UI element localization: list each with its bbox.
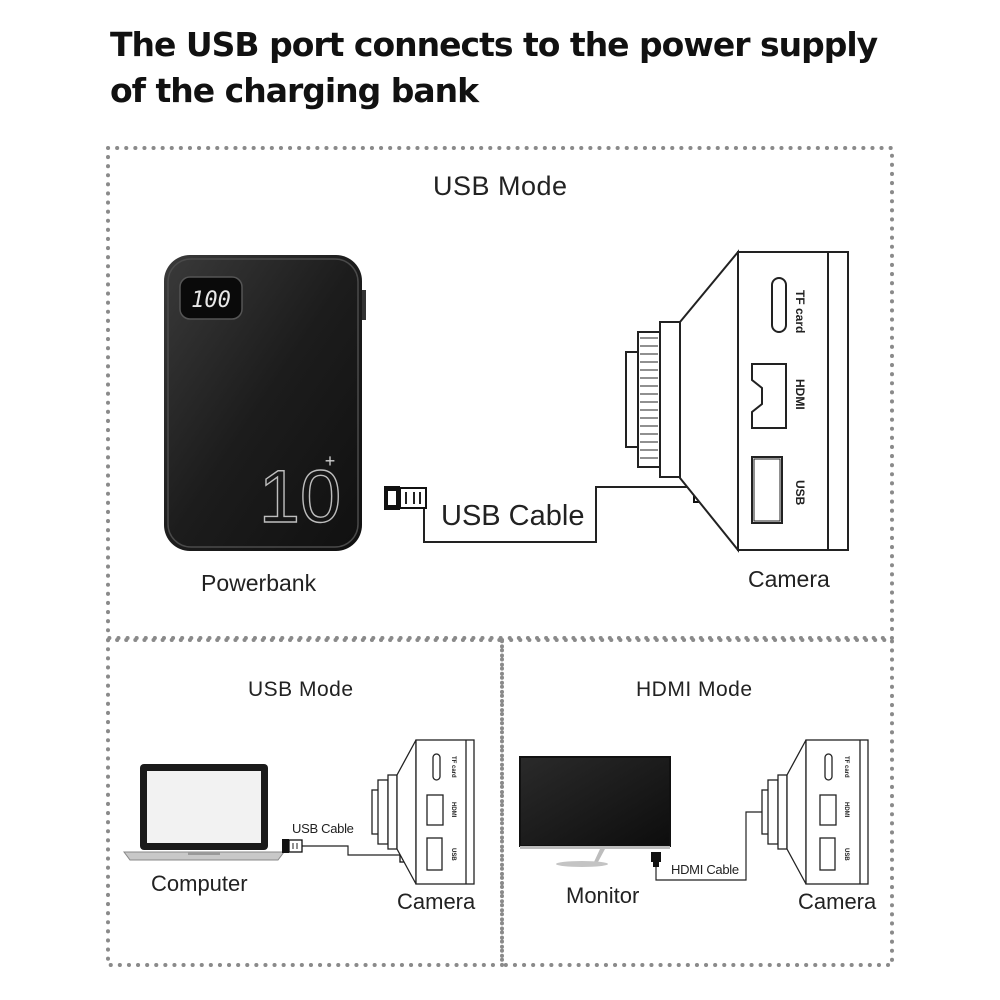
top-camera-label: Camera	[748, 566, 830, 592]
monitor-illustration	[519, 756, 671, 867]
monitor-label: Monitor	[566, 883, 640, 908]
laptop-illustration	[123, 764, 285, 861]
br-port-usb: USB	[843, 848, 849, 861]
powerbank-display	[179, 276, 243, 320]
powerbank-illustration: 100 10 +	[164, 255, 366, 551]
powerbank-label: Powerbank	[201, 570, 317, 596]
bottom-right-panel-border	[500, 638, 894, 967]
bottom-right-camera-label: Camera	[798, 889, 877, 914]
bottom-right-mode-title: HDMI Mode	[636, 678, 753, 701]
headline-line-2: of the charging bank	[110, 71, 479, 110]
bottom-left-panel-border	[106, 638, 504, 967]
panel-borders	[106, 146, 894, 967]
usb-plug-icon-small	[282, 839, 303, 853]
bl-port-tf: TF card	[450, 756, 456, 778]
bottom-left-camera-label: Camera	[397, 889, 476, 914]
br-port-tf: TF card	[843, 756, 849, 778]
top-mode-title: USB Mode	[433, 171, 568, 201]
powerbank-capacity-plus: +	[325, 451, 336, 471]
powerbank-capacity: 10	[259, 455, 341, 538]
bl-port-hdmi: HDMI	[450, 802, 456, 818]
powerbank-display-value: 100	[191, 288, 231, 313]
usb-port	[751, 456, 783, 524]
usb-plug-icon	[384, 486, 427, 510]
bottom-left-camera-illustration	[371, 739, 475, 885]
hdmi-plug-icon	[651, 852, 661, 867]
hdmi-port	[751, 363, 787, 429]
top-port-usb: USB	[793, 480, 807, 506]
tf-card-slot	[771, 277, 787, 333]
br-port-hdmi: HDMI	[843, 802, 849, 818]
top-panel-border	[106, 146, 894, 640]
bottom-left-cable-label: USB Cable	[292, 821, 354, 836]
headline: The USB port connects to the power suppl…	[110, 22, 910, 114]
bl-port-usb: USB	[450, 848, 456, 861]
top-port-hdmi: HDMI	[793, 379, 807, 410]
headline-line-1: The USB port connects to the power suppl…	[110, 25, 878, 64]
top-camera-illustration	[625, 249, 849, 553]
bottom-right-cable-label: HDMI Cable	[671, 862, 739, 877]
computer-label: Computer	[151, 871, 248, 896]
bottom-left-mode-title: USB Mode	[248, 678, 354, 701]
top-port-tf: TF card	[793, 290, 807, 333]
top-cable-label: USB Cable	[441, 500, 585, 532]
bottom-right-camera-illustration	[761, 739, 869, 885]
